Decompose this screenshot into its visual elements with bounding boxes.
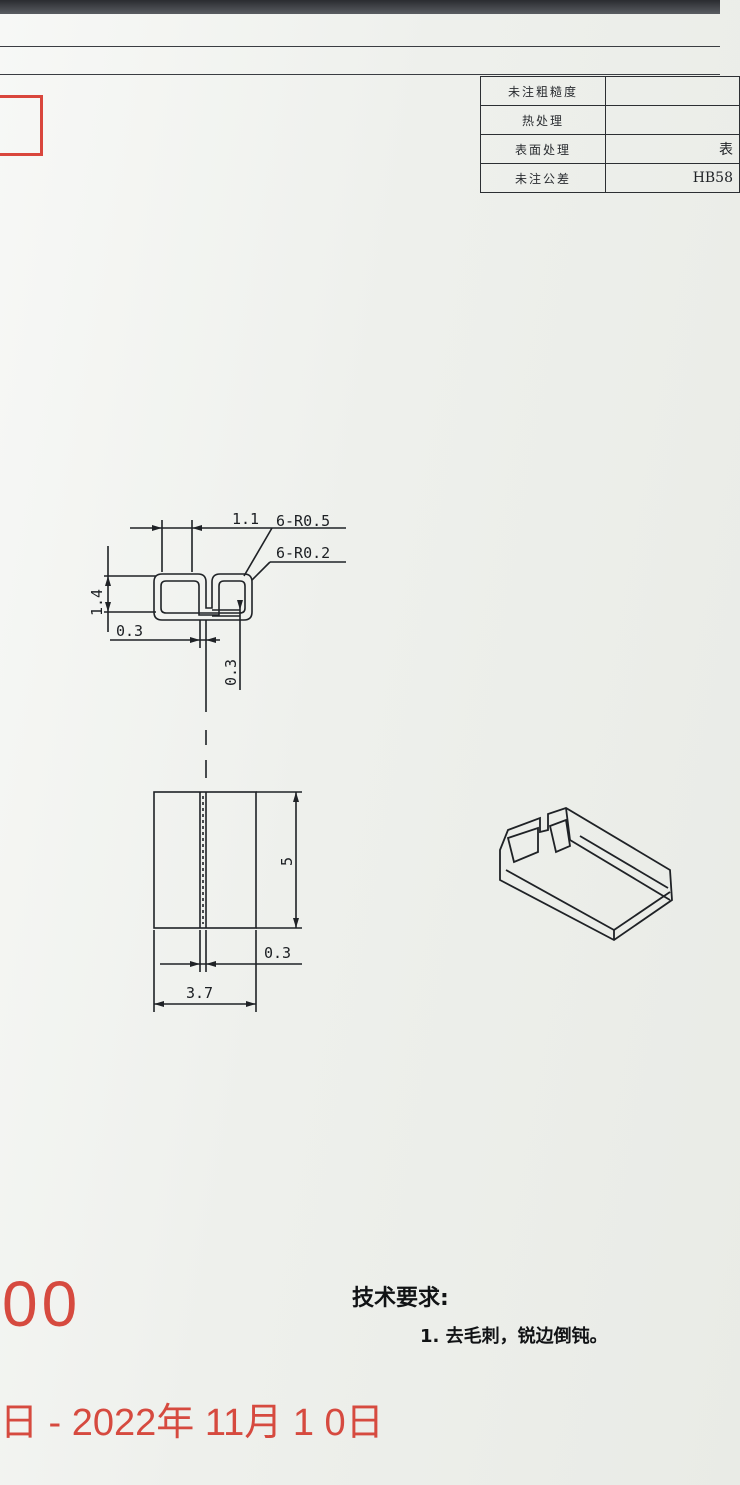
title-block-table: 未注粗糙度 热处理 表面处理 表 未注公差 HB58 xyxy=(480,76,740,193)
stamp-number: 00 xyxy=(2,1268,82,1340)
technical-drawing: 1.1 6-R0.5 6-R0.2 1.4 0.3 0.3 5 0.3 3.7 xyxy=(88,510,673,1012)
dim-0-3-bottom-lines xyxy=(160,930,302,972)
dim-3-7-lines xyxy=(153,930,257,1012)
dim-0-3-vertical-lines xyxy=(212,600,241,690)
tech-requirement-item: 1. 去毛刺，锐边倒钝。 xyxy=(420,1326,608,1347)
frame-border-top xyxy=(0,74,720,75)
dim-0-3-left-lines xyxy=(110,620,220,648)
title-block-row: 热处理 xyxy=(480,105,740,135)
dim-5-lines xyxy=(256,791,302,929)
radius-leaders xyxy=(243,527,346,581)
dim-0-3-bottom-label: 0.3 xyxy=(264,944,291,962)
arrowheads xyxy=(105,525,299,1007)
tech-requirements-title: 技术要求: xyxy=(352,1286,449,1311)
dim-5-label: 5 xyxy=(278,857,296,866)
dim-1-4-label: 1.4 xyxy=(88,589,106,616)
radius-outer-label: 6-R0.5 xyxy=(276,512,330,530)
title-block-value: HB58 xyxy=(605,163,740,193)
dim-1-1-label: 1.1 xyxy=(232,510,259,528)
stamp-date: 日 - 2022年 11月 1 0日 xyxy=(0,1402,384,1444)
dim-0-3-vertical-label: 0.3 xyxy=(222,659,240,686)
dim-1-4-lines xyxy=(104,546,156,632)
dim-1-1-lines xyxy=(130,520,346,572)
photo-top-edge xyxy=(0,0,720,14)
sheet-border-top xyxy=(0,46,720,47)
title-block-label: 未注公差 xyxy=(480,163,606,193)
title-block-label: 热处理 xyxy=(480,105,606,135)
title-block-value: 表 xyxy=(605,134,740,164)
title-block-label: 未注粗糙度 xyxy=(480,76,606,106)
red-stamp-box xyxy=(0,95,43,156)
dim-0-3-left-label: 0.3 xyxy=(116,622,143,640)
title-block-row: 表面处理 表 xyxy=(480,134,740,164)
front-view xyxy=(153,791,257,929)
profile-view xyxy=(153,573,253,621)
dim-3-7-label: 3.7 xyxy=(186,984,213,1002)
isometric-view xyxy=(499,807,673,942)
title-block-row: 未注公差 HB58 xyxy=(480,163,740,193)
radius-inner-label: 6-R0.2 xyxy=(276,544,330,562)
